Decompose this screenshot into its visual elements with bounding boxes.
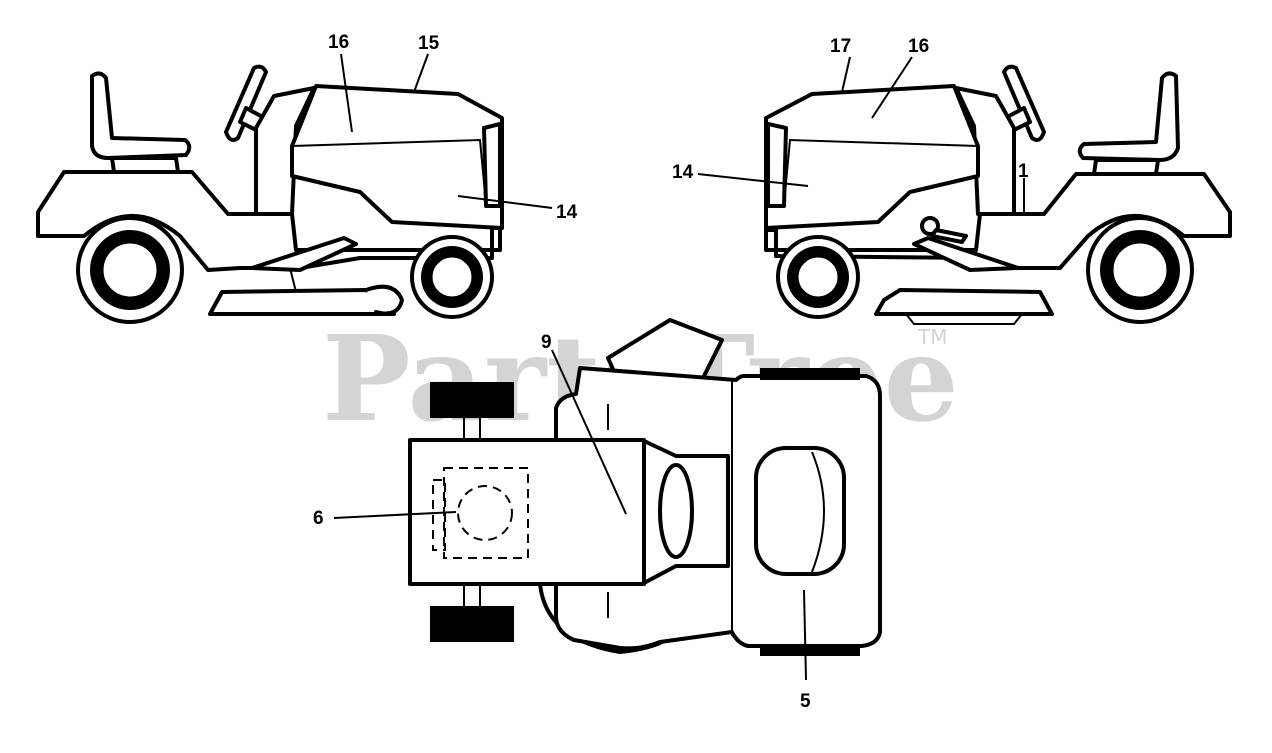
callout-right-16: 16 <box>908 36 929 57</box>
callout-left-16: 16 <box>328 32 349 53</box>
left-mower-deck <box>208 288 396 316</box>
top-front-wheel-right <box>760 644 860 656</box>
left-grille <box>482 122 502 208</box>
right-mower-deck <box>874 288 1054 316</box>
leader-top-6 <box>333 511 457 519</box>
top-engine-side <box>432 479 446 551</box>
leader-top-9 <box>551 349 627 515</box>
watermark-trademark: TM <box>917 325 947 349</box>
top-engine-circle <box>457 485 513 541</box>
right-steering-wheel <box>1002 64 1046 142</box>
callout-top-6: 6 <box>313 508 324 529</box>
right-seat <box>1077 71 1180 162</box>
left-chute <box>364 284 404 316</box>
right-lever <box>930 228 968 244</box>
left-steering-wheel <box>224 64 268 142</box>
top-front-wheel-left <box>760 368 860 380</box>
leader-right-17 <box>841 56 851 93</box>
callout-left-14: 14 <box>556 202 578 223</box>
left-rear-rim <box>100 240 160 300</box>
top-axle-right <box>463 584 481 606</box>
left-side-view <box>36 64 504 324</box>
right-deck-skirt <box>905 313 1023 325</box>
leader-left-14 <box>457 195 553 209</box>
callout-left-15: 15 <box>418 33 440 54</box>
right-side-view <box>764 64 1232 325</box>
callout-right-14: 14 <box>672 162 694 183</box>
leader-left-15 <box>413 53 429 93</box>
left-deck-hanger <box>289 267 297 293</box>
callout-right-1: 1 <box>1018 161 1029 182</box>
callout-right-17: 17 <box>830 36 851 57</box>
right-rear-rim <box>1110 240 1170 300</box>
right-pedal <box>912 236 1020 272</box>
left-hood <box>290 84 504 230</box>
top-seat-back-line <box>811 451 825 573</box>
leader-left-16 <box>340 53 353 133</box>
top-axle-left <box>463 418 481 440</box>
left-seat-base <box>110 156 180 174</box>
top-view <box>408 318 882 656</box>
callout-top-5: 5 <box>800 691 811 712</box>
leader-right-16 <box>871 56 913 119</box>
right-front-rim <box>795 254 841 300</box>
leader-top-5 <box>803 589 807 681</box>
right-hood <box>764 84 980 230</box>
top-steering-wheel <box>658 463 694 559</box>
left-seat <box>90 71 192 160</box>
top-seat <box>754 446 846 576</box>
left-front-rim <box>429 254 475 300</box>
left-pedal <box>250 236 358 272</box>
top-rear-wheel-left <box>430 382 514 418</box>
right-seat-base <box>1092 158 1160 176</box>
right-grille <box>766 122 788 208</box>
leader-right-14 <box>697 173 809 187</box>
top-rear-wheel-right <box>430 606 514 642</box>
callout-top-9: 9 <box>541 332 552 353</box>
